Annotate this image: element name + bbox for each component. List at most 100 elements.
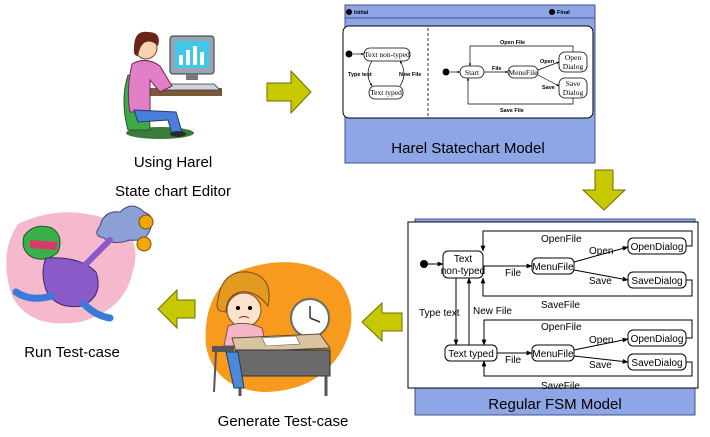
fsm-label-open-bottom: Open	[589, 335, 613, 346]
harel-state-menufile	[507, 65, 539, 79]
person-hair	[133, 31, 159, 56]
clock-hand-min	[309, 317, 321, 323]
run-testcase-illustration	[6, 205, 154, 324]
harel-open-dialog-line2: Dialog	[563, 62, 584, 71]
chair-seat	[212, 346, 234, 352]
fsm-label-savefile-bottom: SaveFile	[541, 381, 580, 392]
fsm-label-file-top: File	[505, 268, 522, 279]
editor-caption-line2: State chart Editor	[115, 183, 231, 200]
fsm-edge-savefile-bottom	[481, 360, 693, 377]
girl-mouth	[238, 316, 250, 319]
fsm-label-new-file: New File	[473, 306, 512, 317]
runner-face-band	[30, 240, 58, 250]
fsm-state-text-nontyped	[442, 250, 484, 279]
harel-state-text-nontyped	[363, 47, 411, 62]
fsm-label-type-text: Type text	[419, 308, 460, 319]
fsm-label-save-bottom: Save	[589, 360, 612, 371]
harel-label-save: Save	[542, 85, 555, 91]
fsm-label-open-top: Open	[589, 246, 613, 257]
harel-save-dialog-line1: Save	[566, 79, 581, 88]
editor-caption-line1: Using Harel	[134, 154, 212, 171]
girl-face	[226, 292, 262, 328]
harel-label-new-file: New File	[399, 72, 421, 78]
regular-fsm-panel: Text non-typed MenuFile OpenDialog SaveD…	[407, 218, 699, 416]
harel-statechart-panel: Initial Final Text non-typed Text typed …	[342, 4, 596, 164]
harel-caption: Harel Statechart Model	[391, 140, 544, 157]
harel-open-dialog-line1: Open	[565, 53, 581, 62]
harel-edge-open-file	[468, 45, 574, 67]
fsm-edge-savefile-top	[480, 277, 693, 297]
paper	[261, 335, 301, 347]
fsm-label-file-bottom: File	[505, 355, 522, 366]
harel-right-initial	[442, 68, 450, 76]
desk	[150, 88, 222, 96]
harel-state-text-typed	[368, 85, 404, 100]
harel-label-file: File	[492, 66, 501, 72]
girl-hair	[216, 271, 270, 313]
fsm-open-dialog-bottom-label: OpenDialog	[631, 334, 684, 345]
fsm-label-openfile-top: OpenFile	[541, 234, 582, 245]
harel-initial-label: Initial	[354, 10, 369, 16]
generate-caption: Generate Test-case	[218, 413, 349, 430]
fsm-edge-openfile-top	[480, 230, 693, 252]
harel-edge-open	[537, 61, 560, 71]
fsm-edge-save-bottom	[573, 355, 629, 364]
harel-state-text-typed-label: Text typed	[370, 88, 402, 97]
flow-arrows	[157, 69, 627, 343]
fsm-edge-save-top	[573, 269, 629, 282]
fsm-edge-open-bottom	[573, 337, 629, 351]
fsm-menufile-top-label: MenuFile	[532, 262, 574, 273]
harel-state-text-nontyped-label: Text non-typed	[364, 50, 410, 59]
harel-state-menufile-label: MenuFile	[508, 68, 538, 77]
harel-final-label: Final	[557, 10, 570, 16]
runner-arm	[79, 237, 113, 271]
arrow-left-1	[361, 301, 403, 343]
fsm-label-openfile-bottom: OpenFile	[541, 322, 582, 333]
harel-state-start-label: Start	[465, 68, 480, 77]
thought-cloud	[96, 205, 153, 244]
harel-label-type-text: Type text	[348, 72, 372, 78]
coin-1	[138, 214, 154, 230]
editor-user-illustration	[123, 31, 222, 139]
fsm-text-typed-label: Text typed	[448, 349, 494, 360]
fsm-save-dialog-bottom-label: SaveDialog	[631, 358, 682, 369]
coin-2	[136, 236, 152, 252]
desk-front	[235, 349, 331, 377]
fsm-save-dialog-top-label: SaveDialog	[631, 276, 682, 287]
fsm-edge-openfile-bottom	[481, 319, 693, 346]
generate-testcase-illustration	[205, 262, 352, 396]
fsm-label-save-top: Save	[589, 276, 612, 287]
screen-bars	[179, 46, 204, 65]
harel-save-dialog-line2: Dialog	[563, 88, 584, 97]
fsm-menufile-bottom-label: MenuFile	[532, 349, 574, 360]
harel-edge-save-file	[466, 77, 574, 105]
harel-label-open: Open	[540, 59, 555, 65]
harel-label-open-file: Open File	[500, 40, 525, 46]
runner-leg-front	[80, 300, 114, 322]
fsm-caption: Regular FSM Model	[488, 396, 621, 413]
fsm-text-nontyped-line2: non-typed	[441, 266, 485, 277]
harel-edge-new-file	[399, 60, 405, 87]
monitor-stand	[186, 74, 198, 80]
runner-leg-back	[12, 288, 56, 302]
chair-leg	[213, 351, 217, 393]
harel-initial-dot	[346, 9, 352, 15]
harel-left-initial	[345, 50, 353, 58]
fsm-initial-dot	[420, 260, 428, 268]
harel-final-dot	[549, 9, 555, 15]
harel-label-save-file: Save File	[500, 108, 524, 114]
fsm-text-nontyped-line1: Text	[454, 254, 473, 265]
harel-edge-type-text	[367, 60, 373, 87]
arrow-down	[581, 169, 627, 211]
fsm-open-dialog-top-label: OpenDialog	[631, 242, 684, 253]
arrow-left-2	[157, 288, 196, 330]
arrow-right	[266, 69, 312, 115]
person-shoe	[170, 131, 186, 137]
fsm-label-savefile-top: SaveFile	[541, 300, 580, 311]
girl-eye-right	[248, 306, 252, 310]
run-caption: Run Test-case	[24, 344, 120, 361]
person-body	[127, 60, 173, 113]
fsm-edge-open-top	[573, 246, 629, 263]
harel-edge-save	[537, 74, 560, 87]
